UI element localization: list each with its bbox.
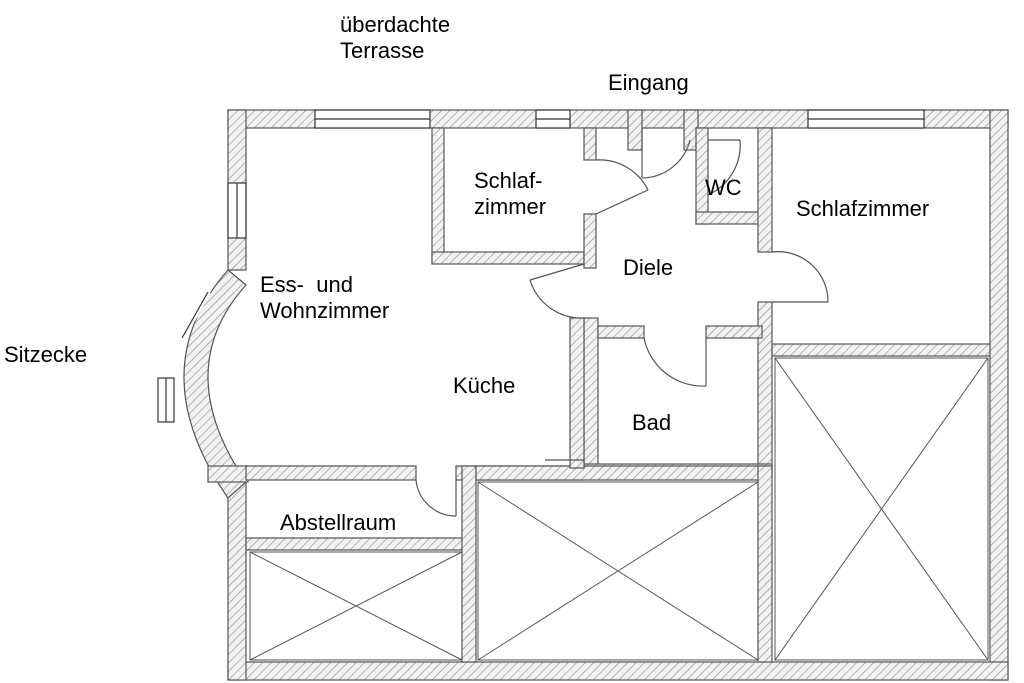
label-entrance: Eingang: [608, 70, 689, 95]
left-wall-lower: [227, 481, 247, 681]
bay-wall-cap-bottom: [207, 465, 249, 483]
label-bedroom-small-line1: Schlaf-: [474, 168, 543, 193]
label-hall: Diele: [623, 255, 674, 280]
label-wc: WC: [705, 175, 742, 200]
crossed-areas: [249, 357, 989, 661]
label-storage: Abstellraum: [280, 510, 397, 535]
door-small-bedroom: [595, 159, 649, 215]
interior-walls: [245, 109, 991, 663]
label-bedroom-right: Schlafzimmer: [796, 196, 930, 221]
right-wall: [989, 109, 1009, 681]
windows: [157, 109, 925, 423]
label-bedroom-small: Schlaf- zimmer: [474, 168, 546, 221]
label-bath: Bad: [632, 410, 672, 435]
doors: [415, 128, 829, 517]
door-entrance: [641, 128, 691, 179]
label-bedroom-small-line2: zimmer: [474, 194, 547, 220]
label-living-line1: Ess- und: [260, 272, 353, 297]
bay-window-wall: [183, 269, 247, 499]
label-terrace: überdachte Terrasse: [340, 12, 450, 65]
door-wc: [707, 139, 741, 196]
door-right-bedroom: [771, 251, 829, 303]
label-living-line2: Wohnzimmer: [260, 298, 390, 324]
label-living-room: Ess- und Wohnzimmer: [260, 272, 389, 325]
bottom-wall: [227, 661, 1009, 681]
label-terrace-line2: Terrasse: [340, 38, 425, 64]
door-kitchen-hall: [529, 263, 585, 319]
door-storage: [415, 479, 457, 517]
door-bath: [643, 337, 707, 387]
label-terrace-line1: überdachte: [340, 12, 451, 37]
label-seating-corner: Sitzecke: [4, 342, 88, 367]
label-kitchen: Küche: [453, 373, 516, 398]
